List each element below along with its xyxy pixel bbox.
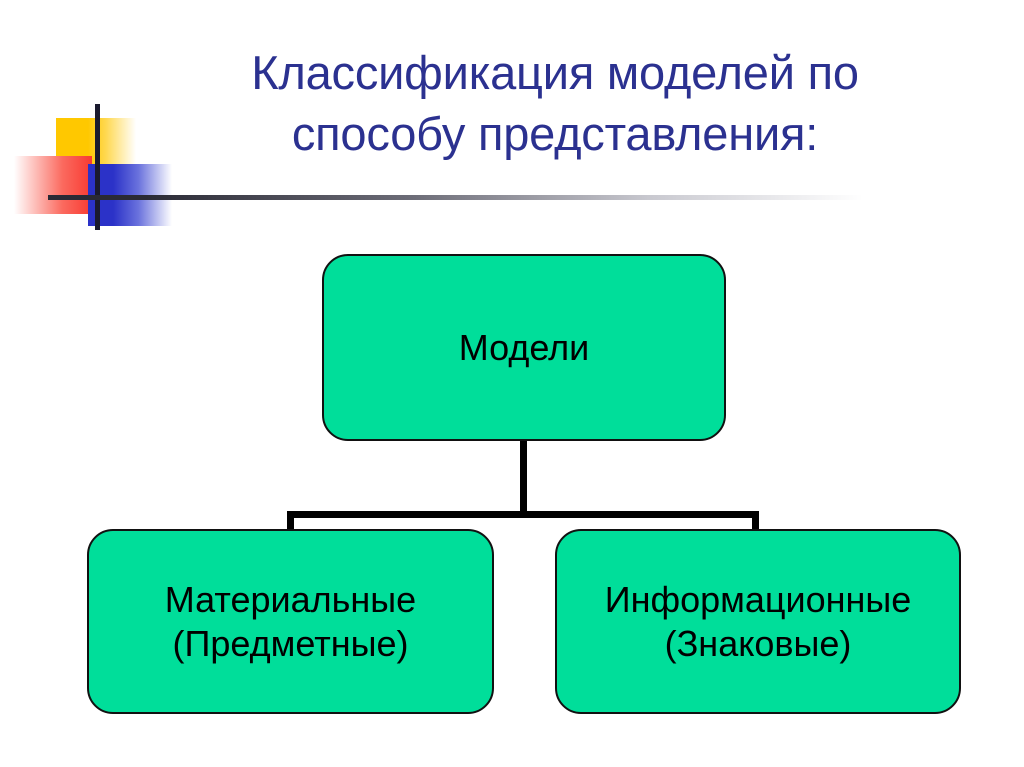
diagram-node-informational: Информационные (Знаковые) — [555, 529, 961, 714]
connector-trunk-vertical — [520, 440, 527, 518]
accent-vertical-rule — [95, 104, 100, 230]
diagram-node-root: Модели — [322, 254, 726, 441]
connector-horizontal-bar — [287, 511, 759, 518]
diagram-node-material: Материальные (Предметные) — [87, 529, 494, 714]
accent-red-square — [14, 156, 92, 214]
slide-title: Классификация моделей по способу предста… — [251, 46, 859, 161]
accent-horizontal-rule — [48, 195, 863, 200]
connector-stub-left — [287, 511, 294, 535]
connector-stub-right — [752, 511, 759, 535]
